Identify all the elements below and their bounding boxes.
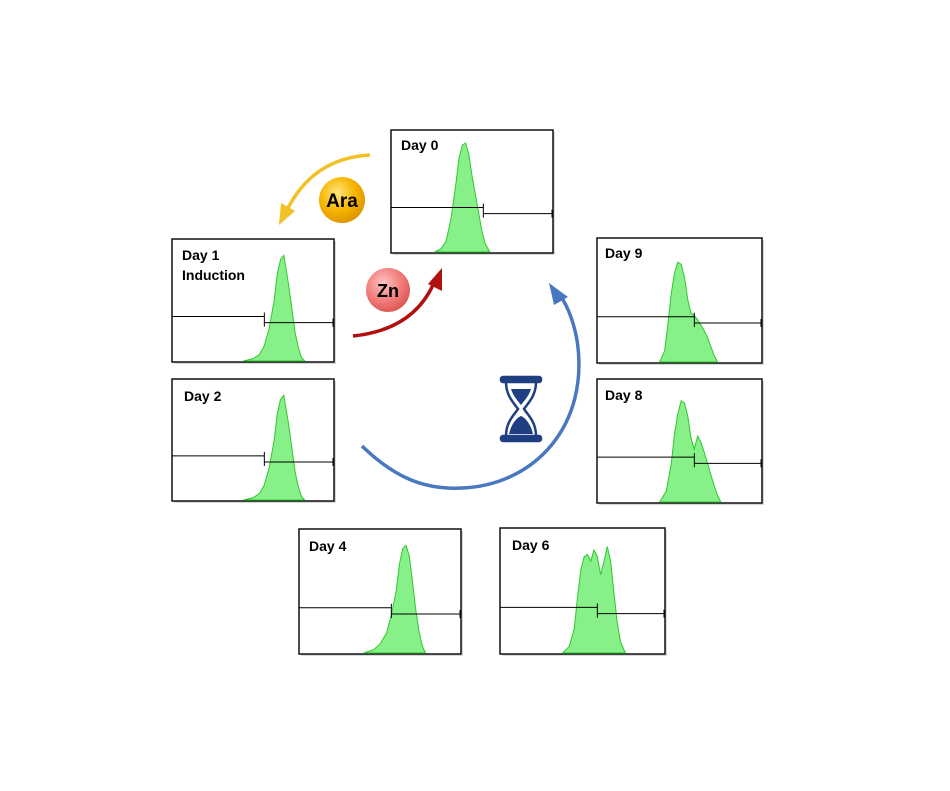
histogram-area	[363, 544, 427, 654]
histogram-area	[434, 142, 491, 253]
ara-label: Ara	[326, 191, 358, 212]
zn-arrow	[352, 268, 442, 338]
zn-badge: Zn	[366, 268, 410, 312]
histogram-panel-day4: Day 4	[298, 528, 463, 656]
histogram-area	[243, 393, 307, 501]
panel-label: Day 4	[309, 538, 347, 554]
panel-label: Day 9	[605, 245, 643, 261]
zn-label: Zn	[377, 281, 399, 301]
histogram-area	[658, 399, 722, 503]
gate-marker	[172, 312, 334, 327]
panel-frame	[171, 378, 335, 502]
panel-label: Day 8	[605, 387, 643, 403]
panel-frame	[298, 528, 462, 655]
panel-label: Day 1	[182, 247, 220, 263]
gate-marker	[597, 453, 762, 468]
gate-marker	[172, 451, 334, 466]
histogram-area	[658, 261, 719, 363]
panel-label: Day 6	[512, 537, 550, 553]
ara-badge: Ara	[319, 177, 365, 223]
hourglass-icon	[499, 375, 543, 443]
cycle-arrow	[360, 283, 581, 490]
gate-marker	[299, 603, 461, 618]
histogram-panel-day6: Day 6	[499, 527, 667, 656]
gate-marker	[500, 603, 665, 618]
panel-label: Induction	[182, 267, 245, 283]
panel-label: Day 0	[401, 137, 439, 153]
histogram-panel-day9: Day 9	[596, 237, 764, 365]
panel-frame	[171, 238, 335, 363]
ara-arrow	[279, 153, 371, 225]
histogram-panel-day2: Day 2	[171, 378, 336, 503]
histogram-area	[243, 254, 306, 362]
panel-label: Day 2	[184, 388, 222, 404]
histogram-area	[561, 546, 627, 654]
histogram-panel-day8: Day 8	[596, 378, 764, 505]
histogram-panel-day0: Day 0	[390, 129, 555, 255]
gate-marker	[391, 203, 553, 218]
histogram-panel-day1: Day 1 Induction	[171, 238, 336, 364]
gate-marker	[597, 312, 762, 327]
